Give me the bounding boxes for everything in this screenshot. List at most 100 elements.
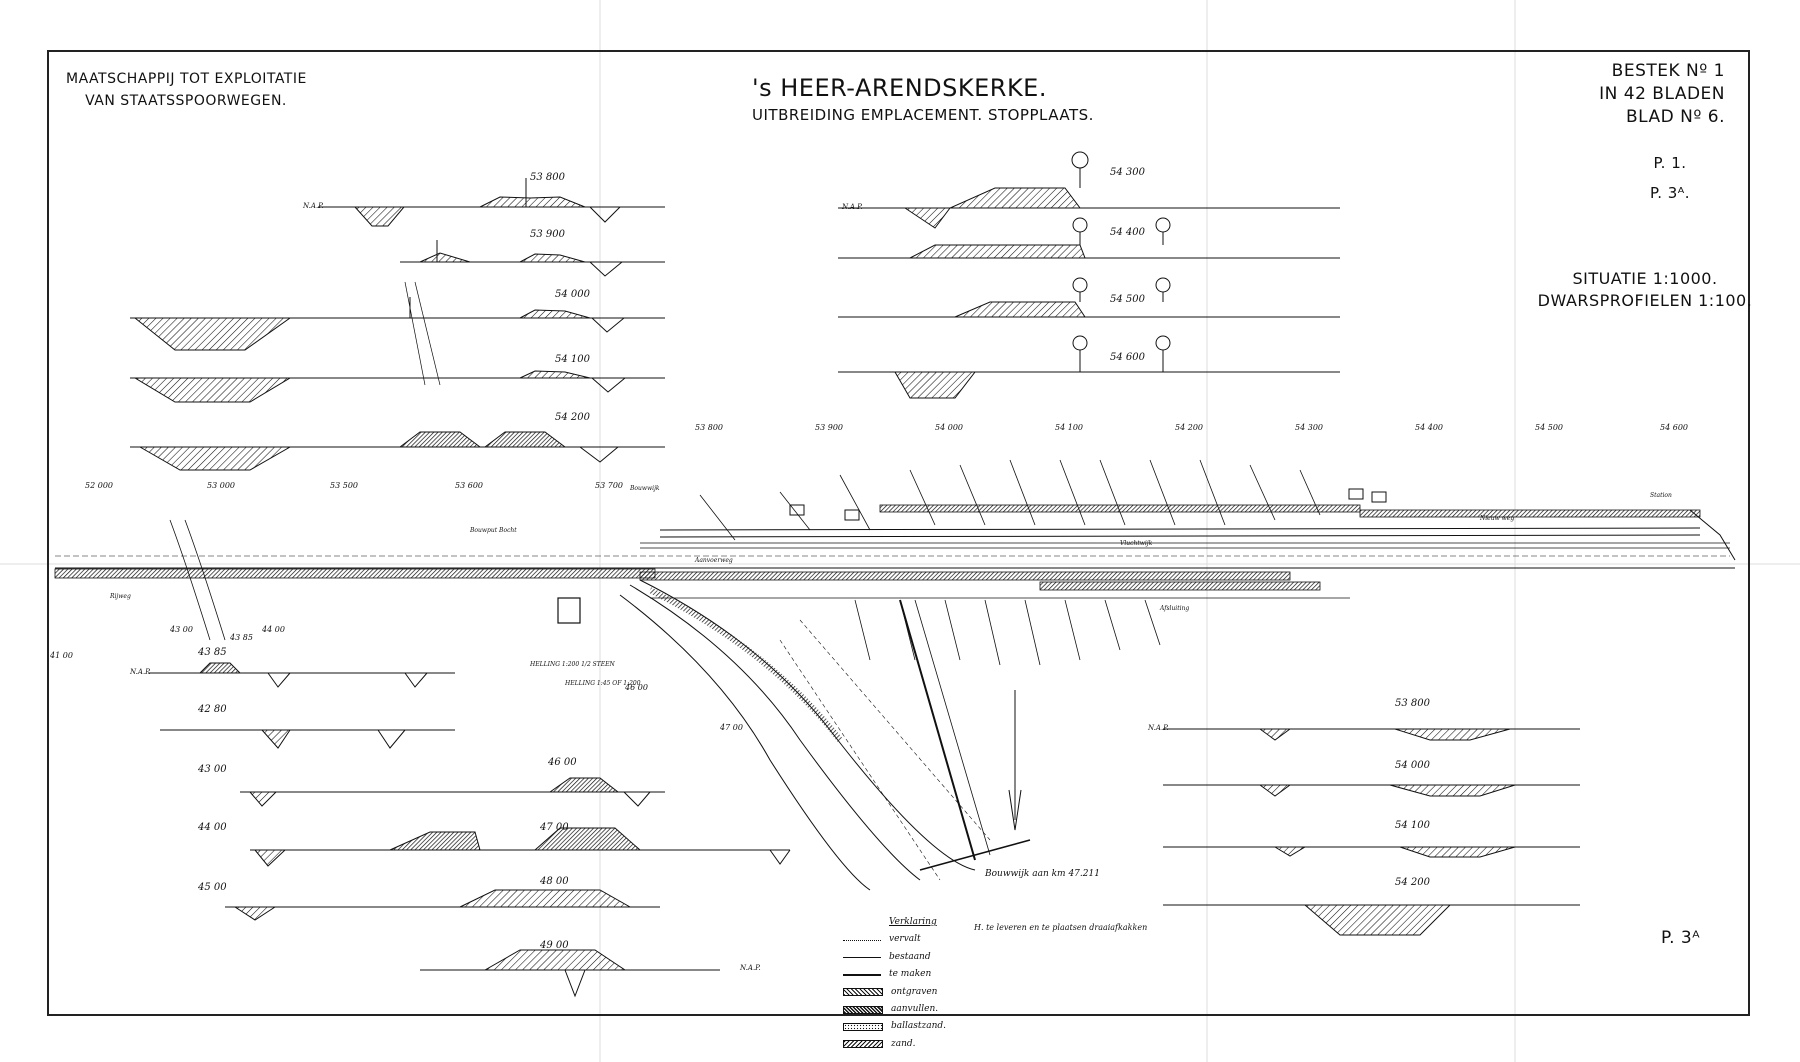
plan-label-bouwwijk-km: Bouwwijk aan km 47.211 xyxy=(984,869,1100,879)
drawing-title: 's HEER-ARENDSKERKE. xyxy=(752,74,1047,102)
sheet-count: IN 42 BLADEN xyxy=(1599,84,1725,104)
legend-label: aanvullen. xyxy=(891,1003,939,1014)
plan-label-afsluiting: Afsluiting xyxy=(1159,605,1189,612)
plan-chainage-labels: 52 000 53 000 53 500 53 600 53 700 53 80… xyxy=(49,423,1688,732)
legend-item: aanvullen. xyxy=(843,1001,946,1018)
km-label-bl-5: 46 00 xyxy=(547,757,577,768)
datum-label-4: N.A.P. xyxy=(1147,724,1169,732)
profile-labels: 53 800 53 900 54 000 54 100 54 200 54 30… xyxy=(129,167,1431,972)
datum-label-3: N.A.P. xyxy=(129,668,151,676)
km-label-br-2: 54 100 xyxy=(1395,820,1431,831)
plan-code-1: P. 1. xyxy=(1653,154,1687,172)
offset-lines-north xyxy=(699,459,1321,541)
plan-code-2: P. 3ᴬ. xyxy=(1649,184,1691,202)
plan-km-low-4: 46 00 xyxy=(624,683,648,692)
sheet-number: BLAD Nº 6. xyxy=(1626,107,1725,127)
plan-annotations: Bouwput Bocht Bouwwijk Vluchtwijk Aanvoe… xyxy=(109,485,1672,879)
profile-4300 xyxy=(240,777,665,807)
profile-53800-bottom xyxy=(1163,728,1580,741)
plan-label-helling2: HELLING 1:45 OF 1:200 xyxy=(564,680,641,687)
km-label-bl-0: 43 85 xyxy=(197,647,227,658)
drawing-subtitle: UITBREIDING EMPLACEMENT. STOPPLAATS. xyxy=(752,106,1094,124)
plan-label-rijweg: Rijweg xyxy=(109,593,131,600)
km-label-bl-6: 47 00 xyxy=(539,822,569,833)
profile-group-top-right xyxy=(838,151,1340,399)
km-label-bl-3: 44 00 xyxy=(197,822,227,833)
legend-label: te maken xyxy=(889,969,932,980)
plan-km-12: 54 500 xyxy=(1535,423,1563,432)
plan-label-station: Station xyxy=(1650,492,1672,499)
km-label-tl-1: 53 900 xyxy=(530,229,566,240)
km-label-br-3: 54 200 xyxy=(1395,877,1431,888)
plan-km-7: 54 000 xyxy=(935,423,963,432)
plan-km-10: 54 300 xyxy=(1295,423,1323,432)
legend-swatch-hatch xyxy=(843,988,883,997)
plan-label-helling1: HELLING 1:200 1/2 STEEN xyxy=(529,661,616,668)
plan-km-4: 53 700 xyxy=(595,481,623,490)
datum-label-5: N.A.P. xyxy=(739,964,761,972)
km-label-tl-0: 53 800 xyxy=(530,172,566,183)
legend-item: bestaand xyxy=(843,949,946,966)
profile-54200-top xyxy=(130,431,665,471)
plan-km-low-2: 44 00 xyxy=(261,625,285,634)
scale-info: SITUATIE 1:1000. DWARSPROFIELEN 1:100. xyxy=(1530,268,1760,312)
profile-4500 xyxy=(225,889,660,921)
profile-54400 xyxy=(838,217,1340,259)
km-label-br-0: 53 800 xyxy=(1395,698,1431,709)
km-label-bl-8: 49 00 xyxy=(539,940,569,951)
plan-km-low-0: 43 00 xyxy=(169,625,193,634)
plan-km-low-5: 47 00 xyxy=(719,723,743,732)
plan-km-1: 53 000 xyxy=(207,481,235,490)
legend-item: ballastzand. xyxy=(843,1018,946,1035)
profile-54500 xyxy=(838,277,1340,318)
km-label-tl-3: 54 100 xyxy=(555,354,591,365)
legend-label: bestaand xyxy=(889,951,931,962)
profile-54600 xyxy=(838,335,1340,399)
legend-item: te maken xyxy=(843,966,946,983)
plan-label-aanvoer: Aanvoerweg xyxy=(694,557,733,564)
building-west xyxy=(557,597,581,624)
drawing-frame xyxy=(47,50,1750,1016)
legend-label: ontgraven xyxy=(891,986,938,997)
legend-swatch-sand xyxy=(843,1040,883,1049)
profile-54300 xyxy=(838,151,1340,229)
legend: Verklaring vervalt bestaand te maken ont… xyxy=(843,914,946,1053)
profile-group-top-left xyxy=(130,178,665,471)
profile-group-bottom-right xyxy=(1163,728,1580,936)
km-label-bl-7: 48 00 xyxy=(539,876,569,887)
km-label-bl-4: 45 00 xyxy=(197,882,227,893)
legend-item: vervalt xyxy=(843,931,946,948)
site-plan xyxy=(54,459,1736,891)
legend-label: ballastzand. xyxy=(891,1021,947,1032)
legend-label: zand. xyxy=(891,1038,916,1049)
km-label-bl-1: 42 80 xyxy=(197,704,227,715)
profile-53800-top xyxy=(318,178,665,227)
profile-4900 xyxy=(420,949,720,998)
km-label-bl-2: 43 00 xyxy=(197,764,227,775)
km-label-tl-2: 54 000 xyxy=(555,289,591,300)
company-line-2: VAN STAATSSPOORWEGEN. xyxy=(85,93,287,109)
legend-title: Verklaring xyxy=(889,917,937,927)
plan-label-bouwwijk: Bouwwijk xyxy=(629,485,660,492)
plan-label-vluchtwijk: Vluchtwijk xyxy=(1120,540,1153,547)
legend-title-row: Verklaring xyxy=(843,914,946,931)
km-label-tr-2: 54 500 xyxy=(1110,294,1146,305)
plan-km-8: 54 100 xyxy=(1055,423,1083,432)
profile-54200-bottom xyxy=(1163,904,1580,936)
plan-km-9: 54 200 xyxy=(1175,423,1203,432)
profile-54000-top xyxy=(130,297,665,351)
profile-4385 xyxy=(148,662,455,688)
profile-4400 xyxy=(250,827,791,867)
corner-code: P. 3ᴬ xyxy=(1661,928,1701,948)
plan-km-low-1: 43 85 xyxy=(229,633,253,642)
legend-swatch-thin xyxy=(843,956,881,958)
datum-label-2: N.A.P. xyxy=(841,203,863,211)
plan-km-0: 52 000 xyxy=(85,481,113,490)
offset-lines-south xyxy=(854,599,1161,666)
plan-km-5: 53 800 xyxy=(695,423,723,432)
plan-km-3: 53 600 xyxy=(455,481,483,490)
legend-item: ontgraven xyxy=(843,984,946,1001)
plan-km-13: 54 600 xyxy=(1660,423,1688,432)
